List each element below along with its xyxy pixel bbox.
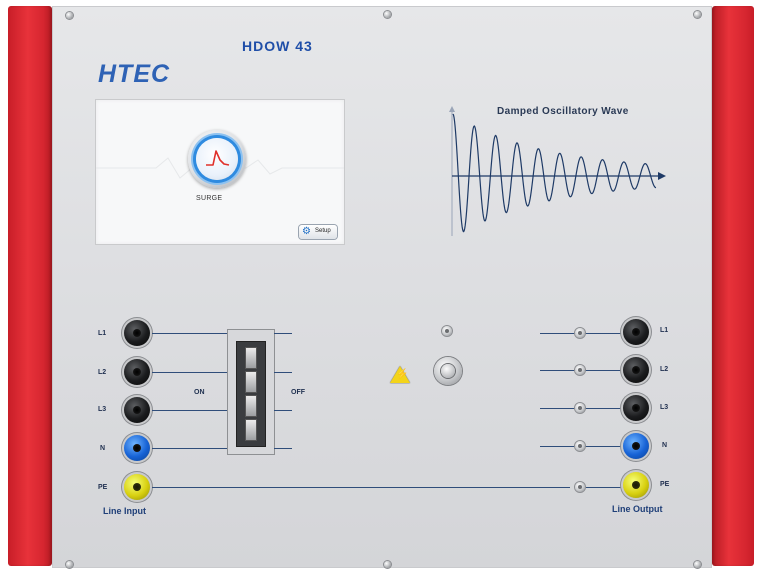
wave-y-axis-arrow xyxy=(449,106,455,112)
screw-icon xyxy=(384,11,391,18)
output-jack-l3[interactable] xyxy=(623,395,649,421)
output-label-pe: PE xyxy=(660,481,670,488)
high-voltage-warning-icon xyxy=(390,366,410,383)
front-panel xyxy=(52,6,712,568)
breaker-pole-1[interactable] xyxy=(246,348,256,368)
wave-curve xyxy=(452,113,657,233)
wire-pe-out xyxy=(586,487,622,488)
input-label-l2: L2 xyxy=(98,369,107,376)
input-label-pe: PE xyxy=(98,484,108,491)
output-test-terminal-n[interactable] xyxy=(575,441,585,451)
breaker-off-label: OFF xyxy=(291,389,305,396)
output-jack-n[interactable] xyxy=(623,433,649,459)
screw-icon xyxy=(694,561,701,568)
wave-x-axis-arrow xyxy=(658,172,666,180)
output-label-l2: L2 xyxy=(660,366,669,373)
lightning-bolt-icon: ⚡ xyxy=(396,369,409,380)
input-label-l1: L1 xyxy=(98,330,107,337)
input-jack-pe[interactable] xyxy=(124,474,150,500)
wire-pe xyxy=(152,487,570,488)
wire-l3-mid xyxy=(274,410,292,411)
input-label-l3: L3 xyxy=(98,406,107,413)
model-title: HDOW 43 xyxy=(242,38,313,54)
input-jack-l3[interactable] xyxy=(124,397,150,423)
knob-center xyxy=(441,364,455,378)
wire-n-mid xyxy=(274,448,292,449)
output-label-n: N xyxy=(662,442,668,449)
output-jack-l2[interactable] xyxy=(623,357,649,383)
setup-button-label: Setup xyxy=(315,228,331,234)
input-jack-l2[interactable] xyxy=(124,359,150,385)
breaker-pole-4[interactable] xyxy=(246,420,256,440)
output-jack-l1[interactable] xyxy=(623,319,649,345)
output-label-l1: L1 xyxy=(660,327,669,334)
screw-icon xyxy=(694,11,701,18)
output-test-terminal-pe[interactable] xyxy=(575,482,585,492)
screw-icon xyxy=(384,561,391,568)
breaker-body xyxy=(237,342,265,446)
waveform-title: Damped Oscillatory Wave xyxy=(497,106,629,117)
right-side-rail xyxy=(712,6,754,566)
input-jack-l1[interactable] xyxy=(124,320,150,346)
setup-button[interactable]: ⚙ Setup xyxy=(299,225,337,239)
brand-logo: HTEC xyxy=(98,60,171,88)
output-jack-pe[interactable] xyxy=(623,472,649,498)
wire-l1-mid xyxy=(274,333,292,334)
circuit-breaker[interactable] xyxy=(228,330,274,454)
output-test-terminal-l3[interactable] xyxy=(575,403,585,413)
surge-button[interactable] xyxy=(188,130,246,188)
wire-l3-in xyxy=(152,410,228,411)
wire-l2-mid xyxy=(274,372,292,373)
selector-knob[interactable] xyxy=(434,357,462,385)
input-jack-n[interactable] xyxy=(124,435,150,461)
output-test-terminal-l1[interactable] xyxy=(575,328,585,338)
breaker-pole-2[interactable] xyxy=(246,372,256,392)
output-label-l3: L3 xyxy=(660,404,669,411)
left-side-rail xyxy=(8,6,52,566)
line-output-label: Line Output xyxy=(612,504,663,514)
surge-waveform-icon xyxy=(196,138,238,180)
gear-icon: ⚙ xyxy=(302,226,311,237)
wire-n-in xyxy=(152,448,228,449)
breaker-pole-3[interactable] xyxy=(246,396,256,416)
line-input-label: Line Input xyxy=(103,506,146,516)
wire-l1-in xyxy=(152,333,228,334)
center-terminal[interactable] xyxy=(442,326,452,336)
surge-button-label: SURGE xyxy=(196,195,223,202)
screw-icon xyxy=(66,12,73,19)
breaker-on-label: ON xyxy=(194,389,205,396)
wire-l2-in xyxy=(152,372,228,373)
screw-icon xyxy=(66,561,73,568)
output-test-terminal-l2[interactable] xyxy=(575,365,585,375)
damped-oscillatory-wave-diagram xyxy=(449,106,666,236)
input-label-n: N xyxy=(100,445,106,452)
